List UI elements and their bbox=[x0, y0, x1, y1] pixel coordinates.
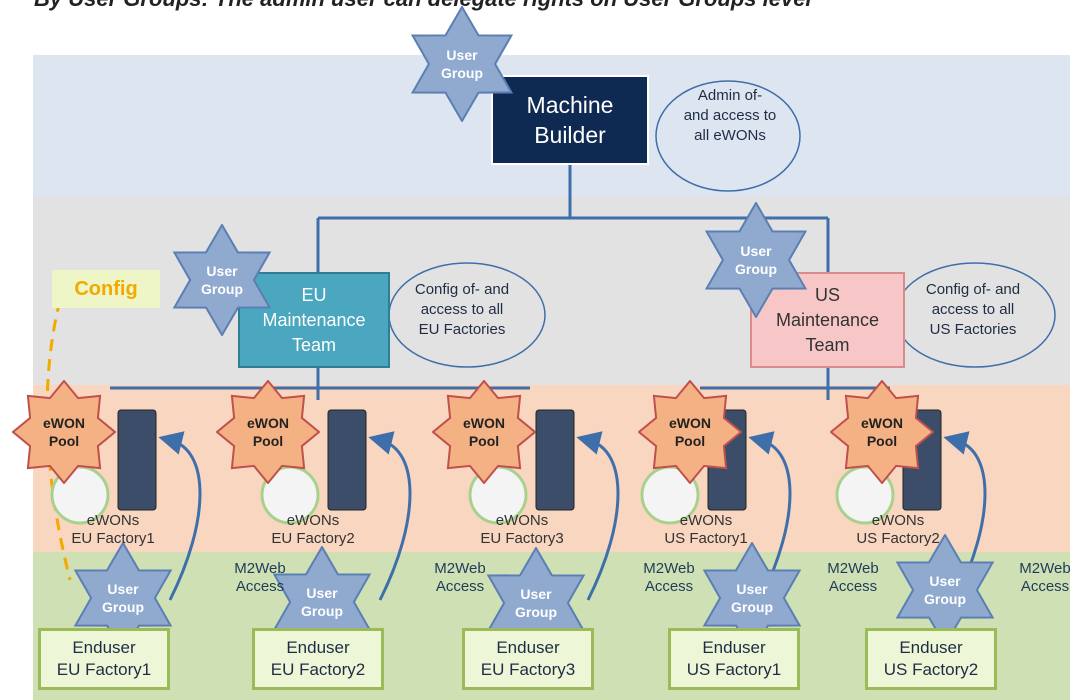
enduser-box[interactable]: Enduser EU Factory2 bbox=[252, 628, 384, 690]
user-group-star[interactable]: User Group bbox=[696, 541, 808, 655]
ewon-pool-star[interactable]: eWON Pool bbox=[11, 379, 117, 485]
ewons-factory-label: eWONs EU Factory2 bbox=[271, 512, 355, 547]
ewon-pool-star[interactable]: eWON Pool bbox=[431, 379, 537, 485]
m2web-arrow bbox=[158, 431, 202, 601]
ewons-factory-label: eWONs EU Factory1 bbox=[71, 512, 155, 547]
ewons-factory-label: eWONs US Factory1 bbox=[664, 512, 748, 547]
ewon-pool-star[interactable]: eWON Pool bbox=[637, 379, 743, 485]
m2web-access-label: M2Web Access bbox=[234, 560, 286, 595]
ewon-device-icon bbox=[117, 409, 157, 511]
user-group-star[interactable]: User Group bbox=[404, 5, 520, 123]
hierarchy-lines bbox=[110, 165, 890, 400]
user-group-label: User Group bbox=[731, 581, 773, 615]
enduser-box[interactable]: Enduser EU Factory3 bbox=[462, 628, 594, 690]
machine-builder-note-ellipse bbox=[655, 80, 801, 192]
eu-maintenance-team-box[interactable]: EU Maintenance Team bbox=[238, 272, 390, 368]
user-group-label: User Group bbox=[924, 573, 966, 607]
eu-team-note: Config of- and access to all EU Factorie… bbox=[414, 281, 510, 338]
ewon-device-icon bbox=[535, 409, 575, 511]
user-group-label: User Group bbox=[515, 586, 557, 620]
ewon-pool-label: eWON Pool bbox=[43, 415, 85, 449]
m2web-arrow bbox=[368, 431, 412, 601]
machine-builder-box[interactable]: Machine Builder bbox=[491, 75, 649, 165]
ewon-pool-star[interactable]: eWON Pool bbox=[215, 379, 321, 485]
m2web-access-label: M2Web Access bbox=[827, 560, 879, 595]
ewon-pool-label: eWON Pool bbox=[861, 415, 903, 449]
user-group-label: User Group bbox=[735, 243, 777, 277]
user-group-label: User Group bbox=[301, 585, 343, 619]
ewon-pool-star[interactable]: eWON Pool bbox=[829, 379, 935, 485]
ewon-pool-label: eWON Pool bbox=[669, 415, 711, 449]
machine-builder-note: Admin of- and access to all eWONs bbox=[683, 87, 777, 144]
enduser-box[interactable]: Enduser US Factory1 bbox=[668, 628, 800, 690]
ewons-factory-label: eWONs US Factory2 bbox=[856, 512, 940, 547]
us-team-note: Config of- and access to all US Factorie… bbox=[925, 281, 1021, 338]
config-label: Config bbox=[52, 270, 160, 308]
user-group-star[interactable]: User Group bbox=[67, 541, 179, 655]
m2web-access-label: M2Web Access bbox=[1019, 560, 1070, 595]
ewon-device-icon bbox=[327, 409, 367, 511]
diagram-caption: By User Groups: The admin user can deleg… bbox=[34, 0, 812, 12]
user-group-star[interactable]: User Group bbox=[698, 201, 814, 319]
user-group-star[interactable]: User Group bbox=[166, 223, 278, 337]
user-group-label: User Group bbox=[441, 47, 483, 81]
enduser-box[interactable]: Enduser EU Factory1 bbox=[38, 628, 170, 690]
m2web-access-label: M2Web Access bbox=[434, 560, 486, 595]
enduser-box[interactable]: Enduser US Factory2 bbox=[865, 628, 997, 690]
m2web-access-label: M2Web Access bbox=[643, 560, 695, 595]
user-group-label: User Group bbox=[201, 263, 243, 297]
ewons-factory-label: eWONs EU Factory3 bbox=[480, 512, 564, 547]
m2web-arrow bbox=[576, 431, 620, 601]
ewon-pool-label: eWON Pool bbox=[463, 415, 505, 449]
user-group-label: User Group bbox=[102, 581, 144, 615]
ewon-pool-label: eWON Pool bbox=[247, 415, 289, 449]
